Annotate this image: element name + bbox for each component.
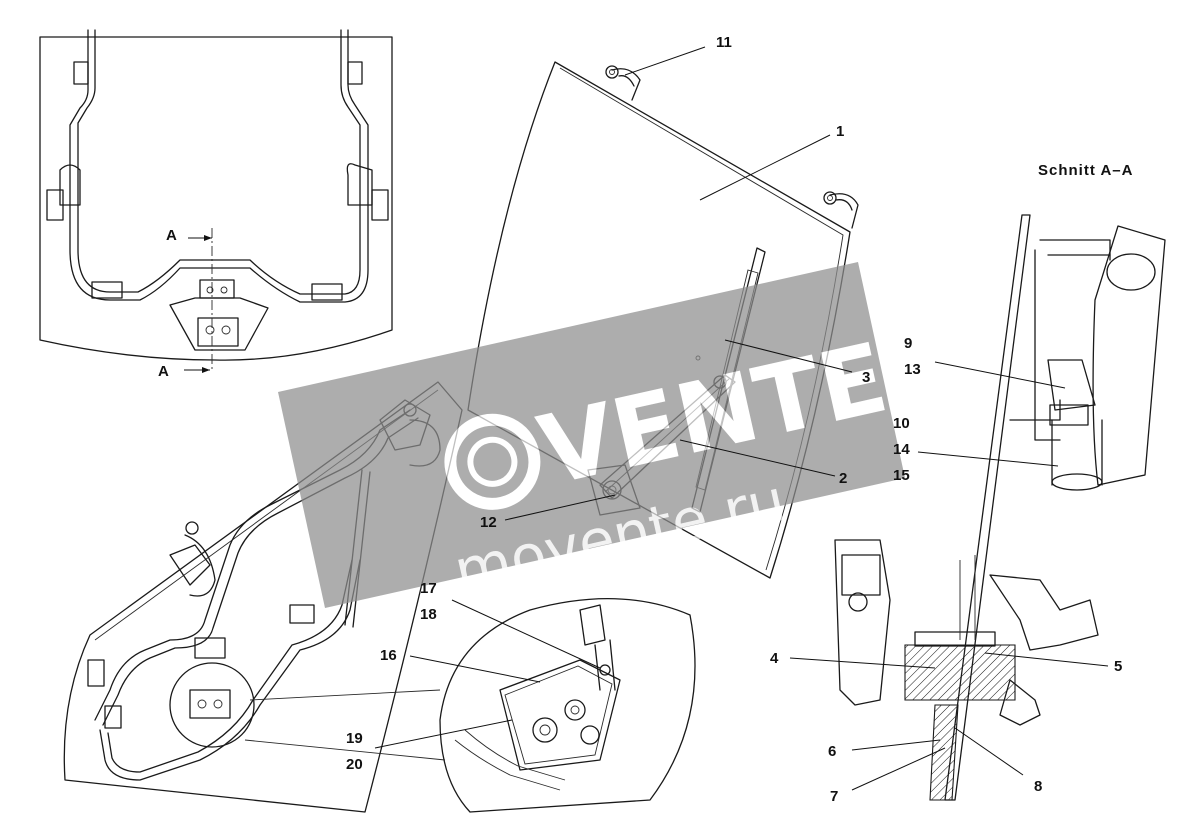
front-view-window: A A — [39, 29, 393, 380]
callout-10: 10 — [893, 415, 910, 432]
watermark-logo-ring — [444, 413, 541, 510]
section-mark-lower: A — [158, 363, 169, 380]
callout-labels: 11 1 3 2 12 9 13 10 14 15 17 18 16 19 20… — [346, 34, 1133, 805]
callout-19: 19 — [346, 730, 363, 747]
callout-11: 11 — [716, 34, 732, 51]
callout-3: 3 — [862, 369, 870, 386]
leader-lines — [374, 46, 1109, 791]
callout-6: 6 — [828, 743, 836, 760]
callout-5: 5 — [1114, 658, 1122, 675]
callout-14: 14 — [893, 441, 910, 458]
callout-2: 2 — [839, 470, 847, 487]
callout-16: 16 — [380, 647, 397, 664]
callout-12: 12 — [480, 514, 497, 531]
callout-9: 9 — [904, 335, 912, 352]
callout-17: 17 — [420, 580, 437, 597]
section-title: Schnitt A–A — [1038, 162, 1133, 179]
callout-13: 13 — [904, 361, 921, 378]
callout-20: 20 — [346, 756, 363, 773]
section-view-a-a — [834, 214, 1166, 801]
callout-18: 18 — [420, 606, 437, 623]
callout-8: 8 — [1034, 778, 1042, 795]
callout-4: 4 — [770, 650, 779, 667]
callout-15: 15 — [893, 467, 910, 484]
hinge-detail-view — [244, 597, 696, 813]
watermark: VENTE movente.ru — [278, 262, 905, 608]
callout-1: 1 — [836, 123, 844, 140]
callout-7: 7 — [830, 788, 838, 805]
section-mark-upper: A — [166, 227, 177, 244]
